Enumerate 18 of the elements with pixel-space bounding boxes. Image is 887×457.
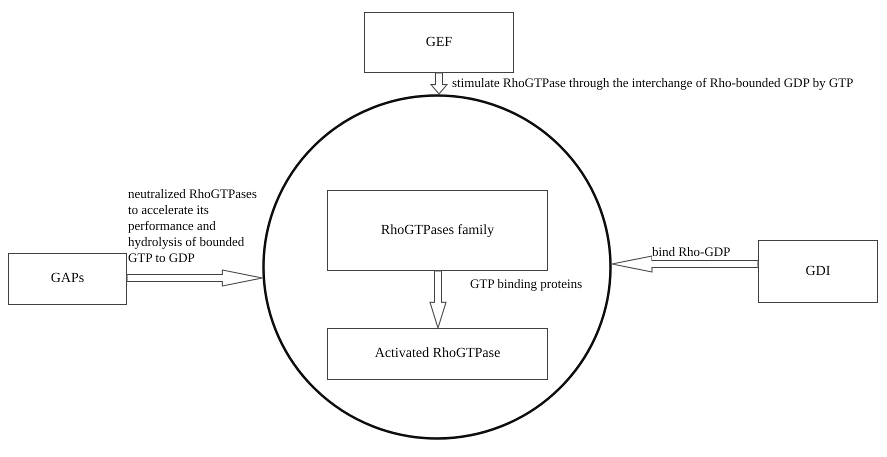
box-label: GDI <box>806 264 830 280</box>
edge-label: GTP binding proteins <box>470 276 582 292</box>
process-box <box>364 12 514 73</box>
hollow-arrow <box>126 269 263 287</box>
circle-outline <box>262 94 612 440</box>
process-box <box>327 190 548 271</box>
box-label: GEF <box>426 34 452 50</box>
box-label: RhoGTPases family <box>380 222 494 238</box>
edge-label: bind Rho-GDP <box>652 244 730 260</box>
hollow-arrow <box>429 270 447 329</box>
box-label: Activated RhoGTPase <box>374 346 500 362</box>
process-box <box>758 240 878 303</box>
process-box <box>327 328 548 380</box>
hollow-arrow <box>430 72 448 95</box>
hollow-arrow <box>611 255 759 273</box>
edge-label: stimulate RhoGTPase through the interchange of Rho-bounded GDP by GTP <box>452 75 854 91</box>
process-box <box>8 253 127 305</box>
box-label: GAPs <box>50 271 84 287</box>
